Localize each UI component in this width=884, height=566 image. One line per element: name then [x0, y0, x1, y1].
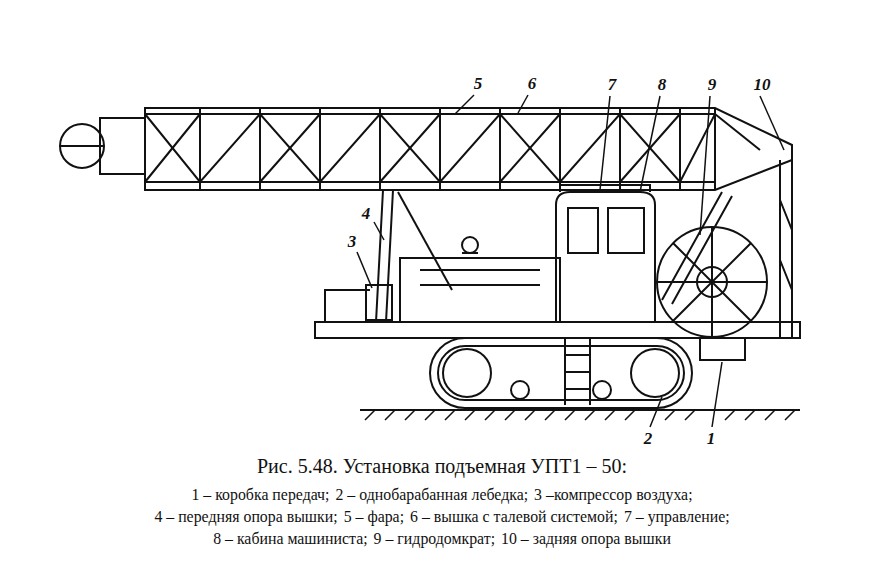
lamp-base	[462, 252, 478, 254]
part-description: 8 – кабина машиниста;	[213, 530, 367, 547]
part-description: 2 – однобарабанная лебедка;	[335, 486, 528, 503]
front-support	[366, 190, 452, 322]
part-description: 9 – гидродомкрат;	[374, 530, 495, 547]
leader-lines	[357, 95, 784, 427]
callout-number: 3	[347, 233, 358, 250]
hydraulic-jack	[662, 192, 732, 304]
callout-number: 1	[706, 430, 717, 447]
callout-number: 2	[643, 430, 654, 447]
ground	[360, 410, 800, 420]
crawler-track	[430, 338, 692, 408]
legend-line: 4 – передняя опора вышки; 5 – фара; 6 – вы…	[0, 508, 884, 526]
rear-support	[780, 160, 792, 338]
callout-number: 5	[473, 75, 484, 92]
callout-number: 10	[753, 76, 772, 93]
part-description: 4 – передняя опора вышки;	[154, 508, 337, 525]
part-description: 7 – управление;	[624, 508, 730, 525]
part-description: 1 – коробка передач;	[191, 486, 329, 503]
ladder	[565, 338, 590, 405]
hood-grille	[420, 270, 540, 285]
cab	[556, 185, 655, 322]
callout-number: 7	[607, 76, 618, 93]
part-description: 3 –компрессор воздуха;	[534, 486, 692, 503]
engine-hood	[325, 258, 560, 322]
callout-number: 6	[527, 75, 538, 92]
part-description: 6 – вышка с талевой системой;	[410, 508, 618, 525]
lamp	[462, 237, 478, 253]
callout-number: 4	[361, 205, 372, 222]
mast-truss	[60, 108, 792, 190]
legend-line: 1 – коробка передач; 2 – однобарабанная л…	[0, 486, 884, 504]
gearbox	[700, 338, 745, 360]
legend-line: 8 – кабина машиниста; 9 – гидродомкрат; 10…	[0, 530, 884, 548]
part-description: 10 – задняя опора вышки	[501, 530, 671, 547]
figure-caption: Рис. 5.48. Установка подъемная УПТ1 – 50…	[0, 455, 884, 478]
callout-number: 9	[707, 76, 718, 93]
winch-drum	[657, 227, 767, 337]
part-description: 5 – фара;	[344, 508, 404, 525]
callout-number: 8	[657, 76, 668, 93]
